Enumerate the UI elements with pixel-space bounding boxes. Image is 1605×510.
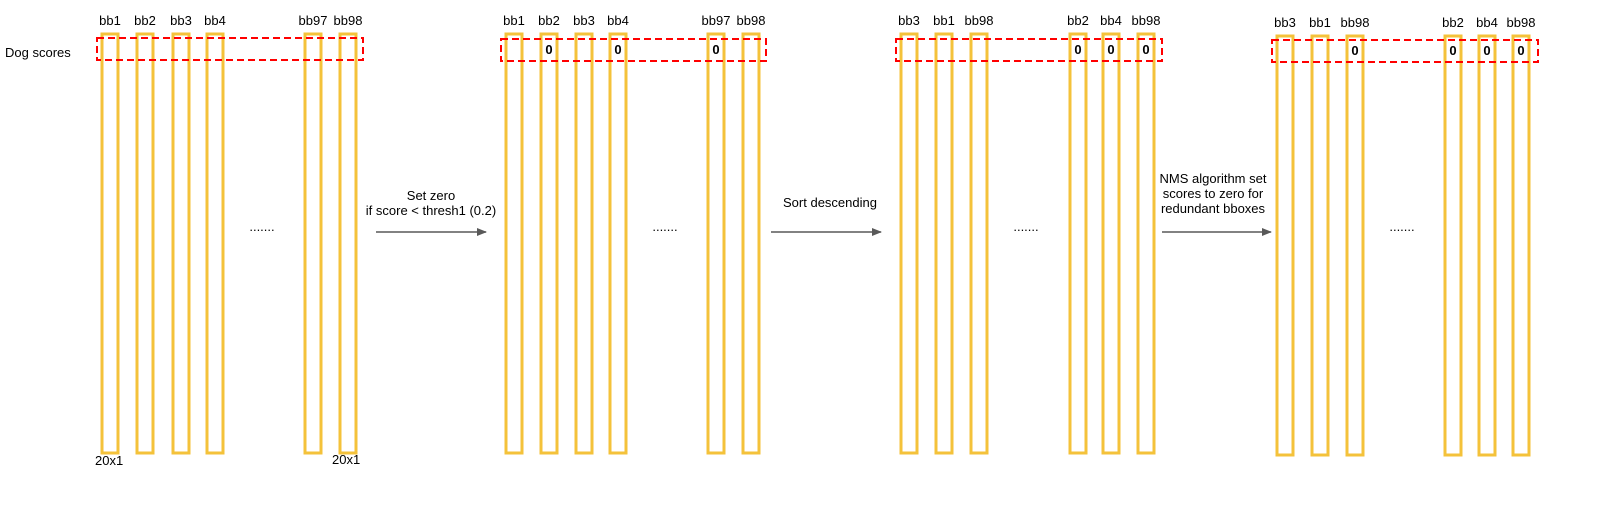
step-caption-line: redundant bboxes (1161, 201, 1266, 216)
dims-label: 20x1 (332, 452, 360, 467)
column-label: bb4 (1100, 13, 1122, 28)
column-label: bb97 (299, 13, 328, 28)
column-label: bb98 (1507, 15, 1536, 30)
score-column (504, 32, 524, 455)
score-column (100, 32, 120, 455)
score-column (1275, 34, 1295, 457)
zero-score: 0 (1142, 42, 1149, 57)
score-column (899, 32, 919, 455)
column-label: bb3 (573, 13, 595, 28)
column-label: bb98 (965, 13, 994, 28)
score-column (1310, 34, 1330, 457)
score-column (135, 32, 155, 455)
dog-score-row-highlight (895, 38, 1163, 62)
zero-score: 0 (712, 42, 719, 57)
panel-3: bb3 bb1 bb98 bb2 0 bb4 0 bb98 0....... (895, 13, 1163, 455)
column-label: bb1 (503, 13, 525, 28)
column-label: bb1 (1309, 15, 1331, 30)
step-caption-line: scores to zero for (1163, 186, 1264, 201)
step-caption-line: if score < thresh1 (0.2) (366, 203, 496, 218)
step-caption-line: Sort descending (783, 195, 877, 210)
column-label: bb3 (1274, 15, 1296, 30)
column-label: bb4 (607, 13, 629, 28)
column-label: bb2 (538, 13, 560, 28)
score-column (338, 32, 358, 455)
step-caption-line: Set zero (407, 188, 455, 203)
dog-score-row-highlight (96, 37, 364, 61)
panel-2: bb1 bb2 0 bb3 bb4 0 bb97 0 bb98....... (500, 13, 767, 455)
column-label: bb2 (134, 13, 156, 28)
score-column (1511, 34, 1531, 457)
ellipsis: ....... (249, 219, 274, 234)
zero-score: 0 (614, 42, 621, 57)
step-2: Sort descending (771, 195, 882, 236)
score-column (1477, 34, 1497, 457)
column-label: bb98 (737, 13, 766, 28)
column-label: bb3 (170, 13, 192, 28)
row-label: Dog scores (5, 45, 71, 60)
panel-1: bb1 bb2 bb3 bb4 bb97 bb98....... 20x1 20x1 (95, 13, 364, 468)
zero-score: 0 (1351, 43, 1358, 58)
ellipsis: ....... (1389, 219, 1414, 234)
score-column (1345, 34, 1365, 457)
dims-label: 20x1 (95, 453, 123, 468)
score-column (934, 32, 954, 455)
score-column (205, 32, 225, 455)
column-label: bb2 (1442, 15, 1464, 30)
score-column (539, 32, 559, 455)
score-column (171, 32, 191, 455)
column-label: bb4 (204, 13, 226, 28)
column-label: bb98 (334, 13, 363, 28)
panel-4: bb3 bb1 bb98 0 bb2 0 bb4 0 bb98 0....... (1271, 15, 1539, 457)
column-label: bb1 (933, 13, 955, 28)
column-label: bb1 (99, 13, 121, 28)
score-column (741, 32, 761, 455)
column-label: bb2 (1067, 13, 1089, 28)
dog-score-row-highlight (1271, 39, 1539, 63)
zero-score: 0 (545, 42, 552, 57)
score-column (1443, 34, 1463, 457)
zero-score: 0 (1074, 42, 1081, 57)
score-column (1101, 32, 1121, 455)
dog-score-row-highlight (500, 38, 767, 62)
step-caption-line: NMS algorithm set (1160, 171, 1267, 186)
zero-score: 0 (1107, 42, 1114, 57)
ellipsis: ....... (1013, 219, 1038, 234)
score-column (706, 32, 726, 455)
score-column (608, 32, 628, 455)
zero-score: 0 (1483, 43, 1490, 58)
score-column (969, 32, 989, 455)
zero-score: 0 (1517, 43, 1524, 58)
score-column (303, 32, 323, 455)
score-column (1068, 32, 1088, 455)
column-label: bb98 (1341, 15, 1370, 30)
zero-score: 0 (1449, 43, 1456, 58)
ellipsis: ....... (652, 219, 677, 234)
column-label: bb97 (702, 13, 731, 28)
score-column (1136, 32, 1156, 455)
column-label: bb98 (1132, 13, 1161, 28)
column-label: bb3 (898, 13, 920, 28)
score-column (574, 32, 594, 455)
column-label: bb4 (1476, 15, 1498, 30)
